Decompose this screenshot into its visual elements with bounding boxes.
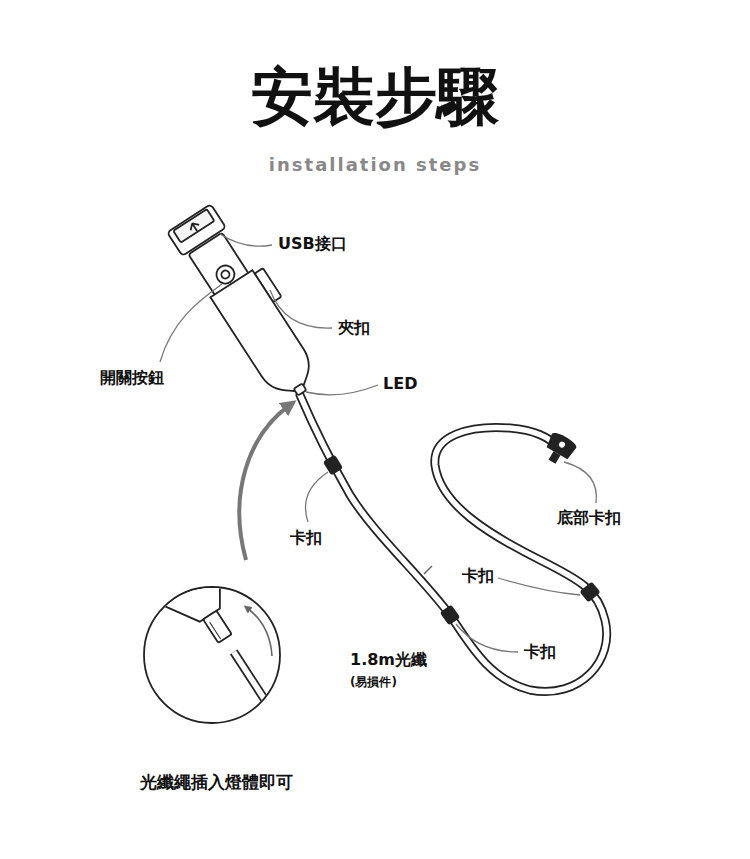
caption: 光纖繩插入燈體即可	[140, 772, 293, 792]
title: 安裝步驟	[251, 60, 499, 134]
cable-clip	[323, 455, 601, 626]
part-label: LED	[383, 374, 417, 393]
part-label: 夾扣	[338, 318, 370, 337]
detail-inset	[136, 539, 292, 742]
bottom-clip	[540, 430, 578, 469]
part-label: 1.8m光纖	[350, 650, 427, 669]
note-label: (易損件)	[350, 675, 397, 689]
part-label: 開關按鈕	[100, 368, 164, 387]
part-label: 底部卡扣	[557, 508, 621, 527]
part-label: 卡扣	[462, 566, 494, 585]
part-label: 卡扣	[524, 642, 556, 661]
part-label: USB接口	[278, 234, 347, 253]
lamp-device	[167, 199, 331, 407]
insert-arrow	[239, 405, 290, 560]
fiber-cable	[300, 395, 607, 692]
subtitle: installation steps	[269, 154, 481, 176]
part-label: 卡扣	[290, 528, 322, 547]
